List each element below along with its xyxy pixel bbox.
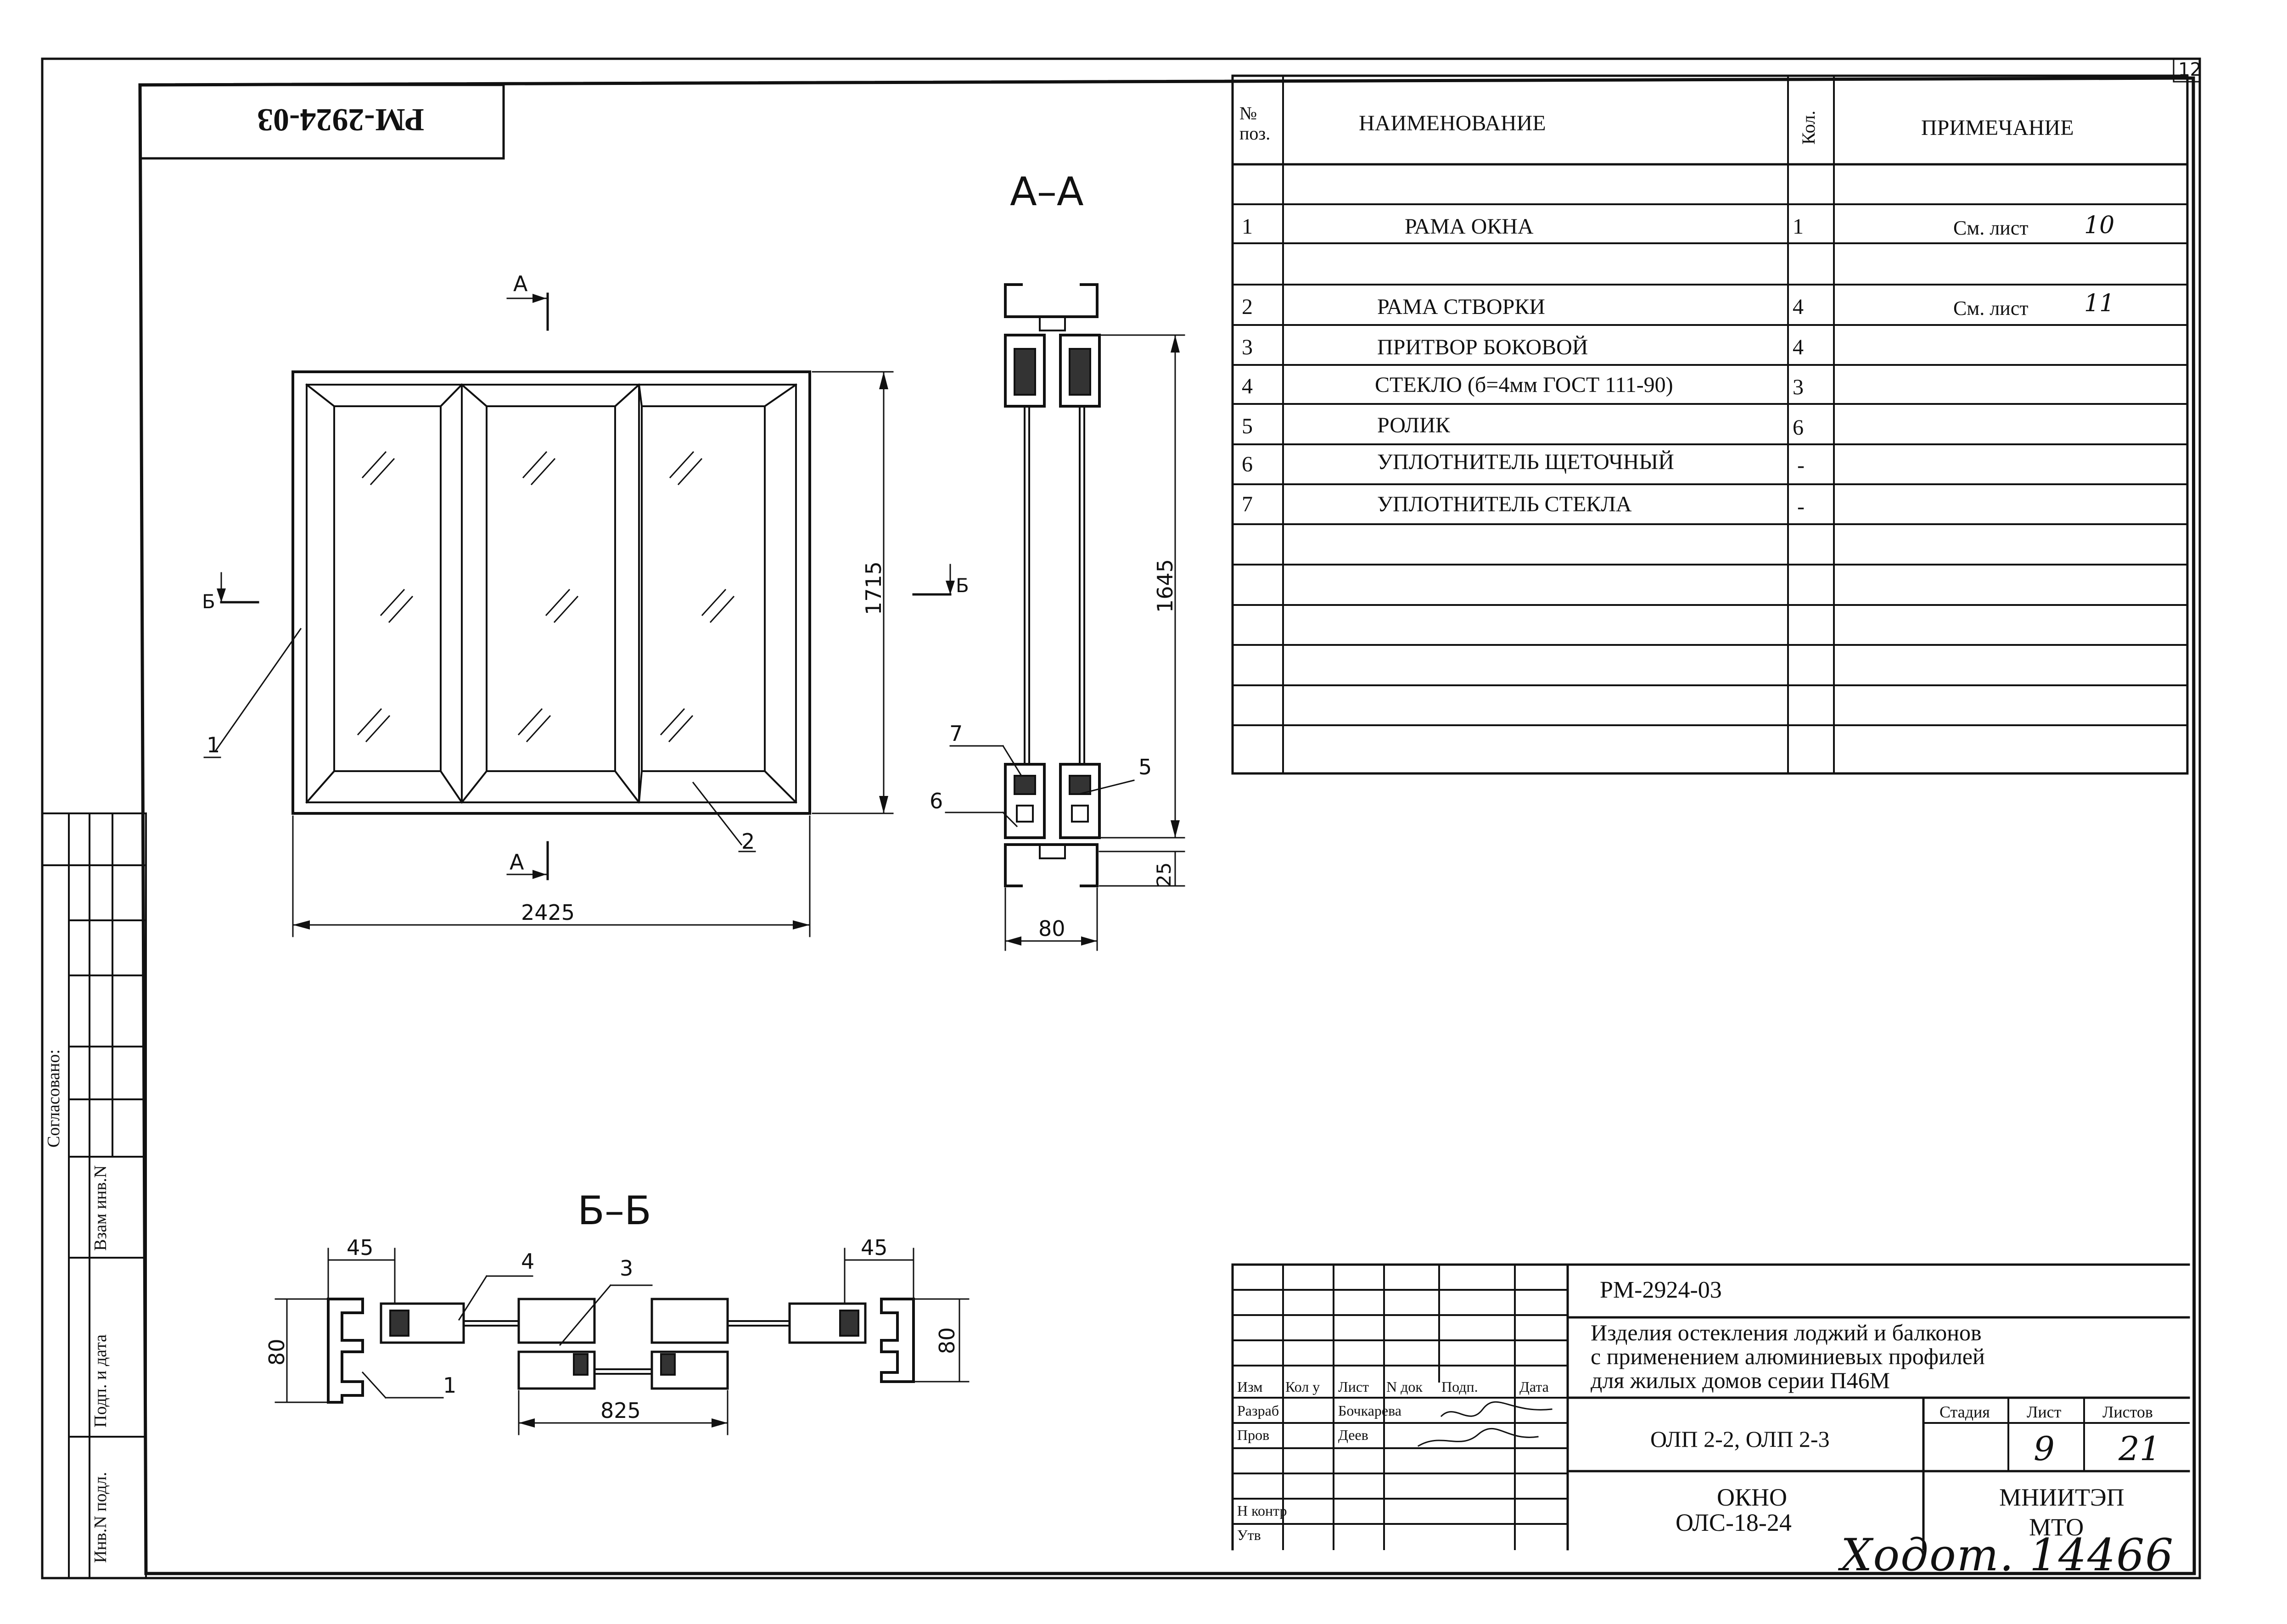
dim-bb-left: 45 — [347, 1235, 374, 1260]
tb-col-ndok: N док — [1386, 1378, 1423, 1395]
spec-header-note: ПРИМЕЧАНИЕ — [1921, 116, 2074, 140]
leader-front-1: 1 — [207, 733, 220, 757]
spec-pos: 3 — [1242, 335, 1253, 359]
left-strip — [41, 812, 147, 1579]
dim-bb-width: 825 — [600, 1398, 641, 1423]
tb-name-razrab: Бочкарева — [1338, 1402, 1401, 1419]
dim-width: 2425 — [521, 900, 575, 925]
leader-front-2: 2 — [741, 829, 755, 854]
tb-project-line1: Изделия остекления лоджий и балконов — [1591, 1320, 1982, 1345]
section-bb — [275, 1248, 970, 1435]
inner-frame — [138, 76, 2196, 1575]
spec-qty: 1 — [1793, 214, 1804, 239]
spec-name: УПЛОТНИТЕЛЬ СТЕКЛА — [1377, 492, 1632, 516]
tb-org-line1: МНИИТЭП — [1999, 1484, 2124, 1511]
spec-header-qty: Кол. — [1798, 110, 1819, 145]
leader-bb-3: 3 — [620, 1256, 633, 1281]
leader-aa-5: 5 — [1138, 755, 1152, 779]
spec-qty: - — [1797, 494, 1805, 519]
tb-col-list: Лист — [1338, 1378, 1369, 1395]
tb-title-line1: ОКНО — [1717, 1484, 1788, 1511]
tb-col-data: Дата — [1519, 1378, 1549, 1395]
title-block-lines — [1231, 1263, 2190, 1551]
tb-role-prov: Пров — [1237, 1427, 1270, 1443]
tb-sheets-label: Листов — [2102, 1403, 2153, 1421]
tb-doc-code: РМ-2924-03 — [1600, 1277, 1722, 1303]
tb-sheet-label: Лист — [2027, 1403, 2062, 1421]
cut-b-left: Б — [202, 590, 215, 613]
front-view — [203, 292, 894, 937]
tb-subtitle: ОЛП 2-2, ОЛП 2-3 — [1650, 1426, 1830, 1452]
spec-header-name: НАИМЕНОВАНИЕ — [1359, 111, 1546, 135]
tb-col-podp: Подп. — [1441, 1378, 1478, 1395]
spec-note: См. лист — [1953, 297, 2029, 319]
cut-a-lower: А — [510, 850, 524, 874]
spec-pos: 2 — [1242, 295, 1253, 319]
spec-name: РОЛИК — [1377, 413, 1450, 437]
spec-name: СТЕКЛО (б=4мм ГОСТ 111-90) — [1375, 373, 1673, 397]
tb-org-line2: МТО — [2029, 1513, 2084, 1541]
leader-aa-7: 7 — [949, 721, 963, 746]
dim-bb-height-left: 80 — [264, 1338, 289, 1366]
spec-qty: 4 — [1793, 335, 1804, 359]
spec-name: РАМА ОКНА — [1405, 214, 1534, 239]
tb-title-line2: ОЛС-18-24 — [1676, 1509, 1792, 1536]
tb-name-prov: Деев — [1338, 1427, 1368, 1443]
tb-sheets-value: 21 — [2119, 1429, 2161, 1468]
spec-table-lines — [1231, 74, 2189, 775]
spec-qty: 4 — [1793, 295, 1804, 319]
tb-handwritten-note: Ходот. 14466 — [1841, 1529, 2175, 1581]
spec-qty: 6 — [1793, 415, 1804, 440]
tb-role-utv: Утв — [1237, 1527, 1261, 1543]
dim-bottom: 25 — [1153, 862, 1175, 887]
spec-pos: 6 — [1242, 452, 1253, 476]
spec-pos: 1 — [1242, 214, 1253, 239]
section-aa-title: А–А — [1010, 169, 1084, 215]
spec-pos: 5 — [1242, 414, 1253, 438]
spec-qty: - — [1797, 453, 1805, 477]
dim-depth: 80 — [1038, 916, 1065, 941]
tb-role-razrab: Разраб — [1237, 1402, 1279, 1419]
tb-sheet-value: 9 — [2034, 1429, 2055, 1468]
spec-qty: 3 — [1793, 375, 1804, 399]
dim-bb-height-right: 80 — [935, 1327, 959, 1354]
tb-project-line3: для жилых домов серии П46М — [1591, 1367, 1890, 1393]
tb-project-line2: с применением алюминиевых профилей — [1591, 1344, 1985, 1369]
cut-a-upper: А — [513, 271, 528, 296]
spec-header-pos: № поз. — [1239, 103, 1271, 144]
strip-podp-data: Подп. и дата — [91, 1334, 110, 1428]
dim-bb-right: 45 — [861, 1235, 888, 1260]
tb-col-kol: Кол у — [1285, 1378, 1320, 1395]
leader-aa-6: 6 — [930, 789, 943, 813]
spec-note-hand: 10 — [2084, 212, 2115, 239]
leader-bb-1: 1 — [443, 1373, 457, 1398]
spec-name: РАМА СТВОРКИ — [1377, 295, 1545, 319]
spec-name: ПРИТВОР БОКОВОЙ — [1377, 335, 1588, 359]
dim-height: 1715 — [861, 561, 886, 615]
doc-code-rotated: РМ-2924-03 — [257, 102, 425, 137]
leader-bb-4: 4 — [521, 1249, 535, 1274]
strip-inv-podl: Инв.N подл. — [91, 1472, 110, 1563]
sheet-number: 12 — [2178, 59, 2202, 80]
spec-pos: 4 — [1242, 374, 1253, 398]
tb-col-izm: Изм — [1237, 1378, 1263, 1395]
strip-vzam: Взам инв.N — [91, 1165, 110, 1251]
section-aa — [912, 283, 1185, 951]
tb-stage-label: Стадия — [1939, 1403, 1990, 1421]
spec-note-hand: 11 — [2084, 290, 2115, 317]
dim-inner-height: 1645 — [1153, 559, 1177, 613]
tb-role-nkontr: Н контр — [1237, 1502, 1287, 1519]
section-bb-title: Б–Б — [577, 1188, 651, 1234]
spec-name: УПЛОТНИТЕЛЬ ЩЕТОЧНЫЙ — [1377, 450, 1674, 474]
spec-note: См. лист — [1953, 217, 2029, 239]
cut-b-right: Б — [956, 574, 969, 597]
doc-code-box — [139, 84, 505, 160]
strip-agreed: Согласовано: — [44, 1049, 63, 1148]
spec-pos: 7 — [1242, 492, 1253, 516]
